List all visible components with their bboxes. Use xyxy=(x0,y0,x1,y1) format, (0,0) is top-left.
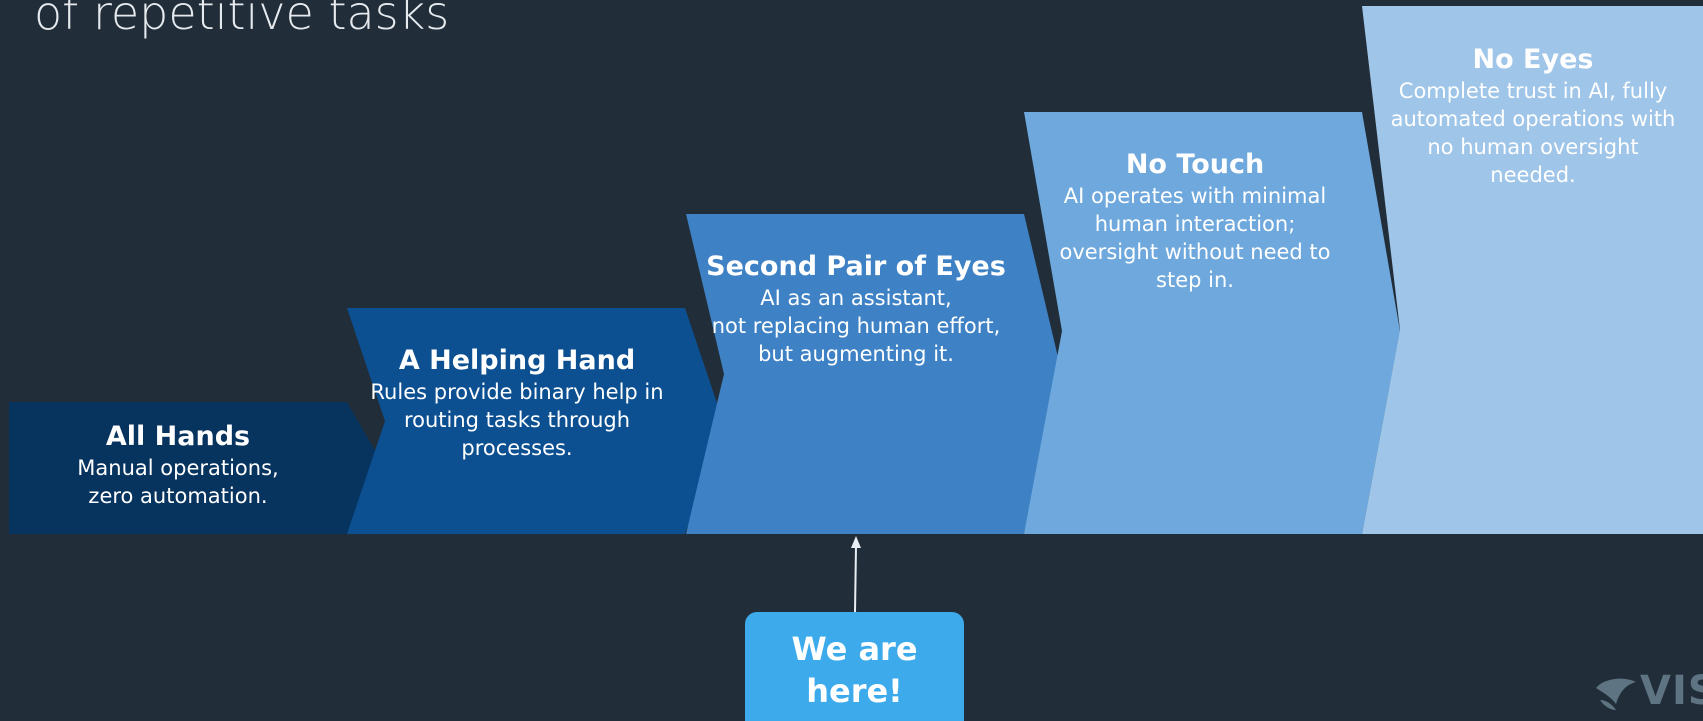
step-description: Complete trust in AI, fully automated op… xyxy=(1390,79,1676,187)
step-shape-no-eyes xyxy=(1362,6,1703,534)
pointer-arrow-head xyxy=(851,536,861,548)
current-stage-marker: We are here! xyxy=(745,612,964,721)
logo-swoosh-icon xyxy=(1596,678,1636,710)
step-no-eyes: No Eyes Complete trust in AI, fully auto… xyxy=(1380,43,1686,189)
step-shape-no-touch xyxy=(1024,112,1400,534)
step-title: All Hands xyxy=(105,421,251,452)
step-all-hands: All Hands Manual operations, zero automa… xyxy=(30,420,326,510)
step-title: No Touch xyxy=(1125,149,1265,180)
current-stage-label: We are here! xyxy=(791,629,918,710)
step-description: Manual operations, zero automation. xyxy=(77,456,279,508)
step-second-pair-of-eyes: Second Pair of Eyes AI as an assistant, … xyxy=(700,250,1012,368)
step-no-touch: No Touch AI operates with minimal human … xyxy=(1040,148,1350,294)
step-helping-hand: A Helping Hand Rules provide binary help… xyxy=(366,344,668,462)
step-title: No Eyes xyxy=(1472,44,1594,75)
step-description: Rules provide binary help in routing tas… xyxy=(370,380,664,460)
step-title: A Helping Hand xyxy=(398,345,636,376)
pointer-arrow-line xyxy=(854,545,857,613)
step-description: AI as an assistant, not replacing human … xyxy=(711,286,1001,366)
step-shape-all-hands xyxy=(9,402,385,534)
logo-text: VIS xyxy=(1640,668,1703,714)
step-shape-helping-hand xyxy=(347,308,723,534)
step-title: Second Pair of Eyes xyxy=(706,251,1006,282)
step-shape-second-pair-of-eyes xyxy=(686,214,1062,534)
slide-title: of repetitive tasks xyxy=(34,0,450,40)
step-description: AI operates with minimal human interacti… xyxy=(1059,184,1331,292)
company-logo: VIS xyxy=(1594,668,1703,721)
